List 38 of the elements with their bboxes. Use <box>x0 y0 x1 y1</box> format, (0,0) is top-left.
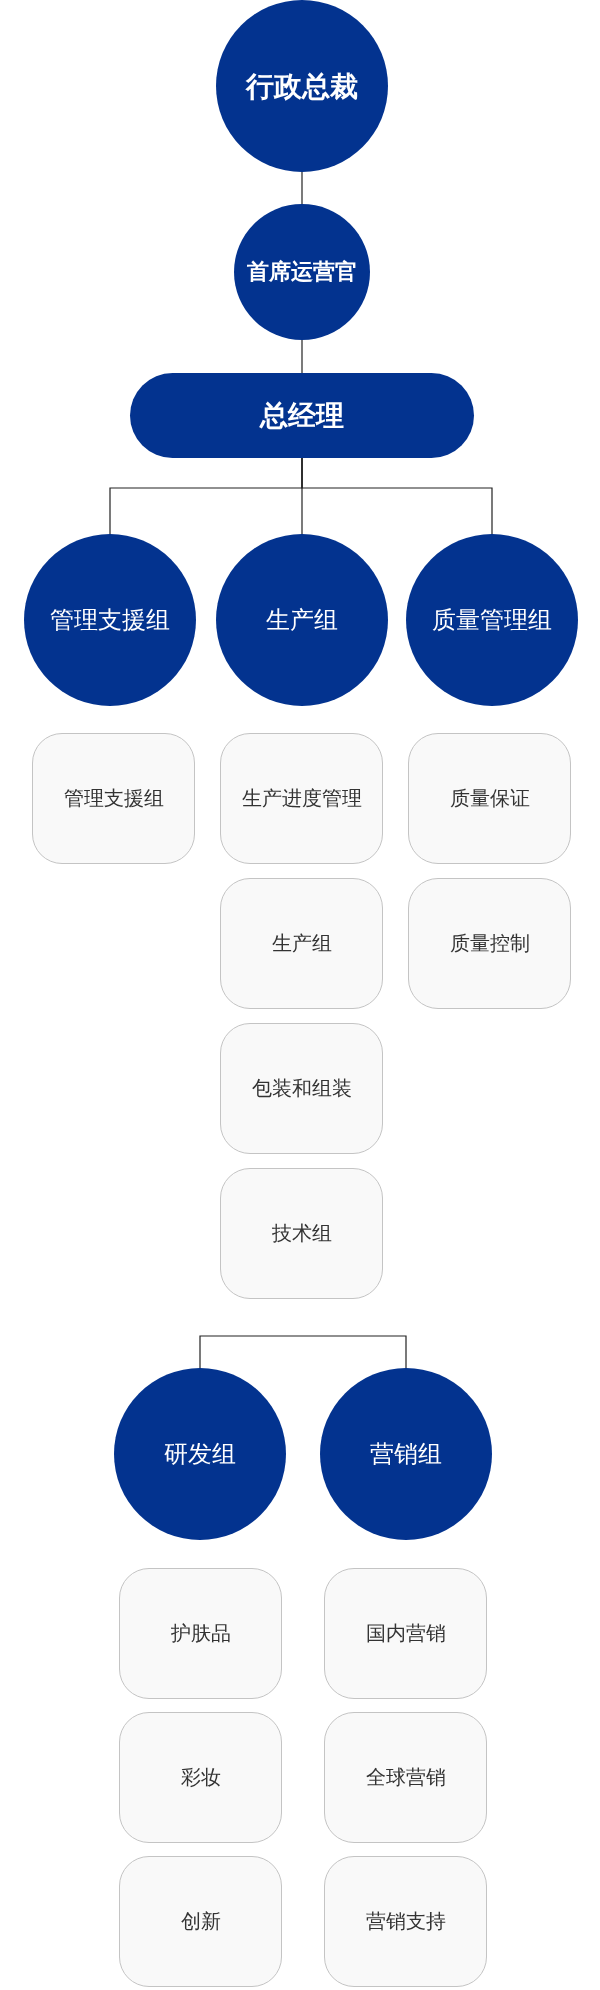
node-label: 管理支援组 <box>49 605 171 635</box>
team-card <box>324 1856 487 1987</box>
team-card <box>220 878 383 1009</box>
node-label: 质量控制 <box>448 931 531 956</box>
team-card <box>408 733 571 864</box>
node-label: 管理支援组 <box>62 786 165 811</box>
node-label: 国内营销 <box>364 1621 447 1646</box>
team-card <box>220 1023 383 1154</box>
team-card <box>119 1712 282 1843</box>
node-label: 营销支持 <box>364 1909 447 1934</box>
node-label: 生产组 <box>265 605 339 635</box>
node-label: 研发组 <box>163 1439 237 1469</box>
team-card <box>324 1568 487 1699</box>
node-label: 总经理 <box>258 399 345 433</box>
node-label: 生产组 <box>270 931 333 956</box>
node-label: 护肤品 <box>169 1621 232 1646</box>
team-card <box>220 733 383 864</box>
node-label: 生产进度管理 <box>240 786 363 811</box>
node-label: 彩妆 <box>179 1765 222 1790</box>
node-label: 首席运营官 <box>246 258 358 286</box>
node-label: 技术组 <box>270 1221 333 1246</box>
connector-line <box>199 1335 407 1369</box>
connector-line <box>301 171 303 205</box>
node-label: 全球营销 <box>364 1765 447 1790</box>
connector-line <box>301 457 493 535</box>
node-label: 营销组 <box>369 1439 443 1469</box>
team-card <box>324 1712 487 1843</box>
team-card <box>220 1168 383 1299</box>
team-card <box>408 878 571 1009</box>
node-label: 行政总裁 <box>244 69 359 104</box>
team-card <box>32 733 195 864</box>
node-label: 包装和组装 <box>250 1076 353 1101</box>
team-card <box>119 1856 282 1987</box>
team-card <box>119 1568 282 1699</box>
node-label: 创新 <box>179 1909 222 1934</box>
node-label: 质量保证 <box>448 786 531 811</box>
node-label: 质量管理组 <box>431 605 553 635</box>
connector-line <box>301 339 303 374</box>
